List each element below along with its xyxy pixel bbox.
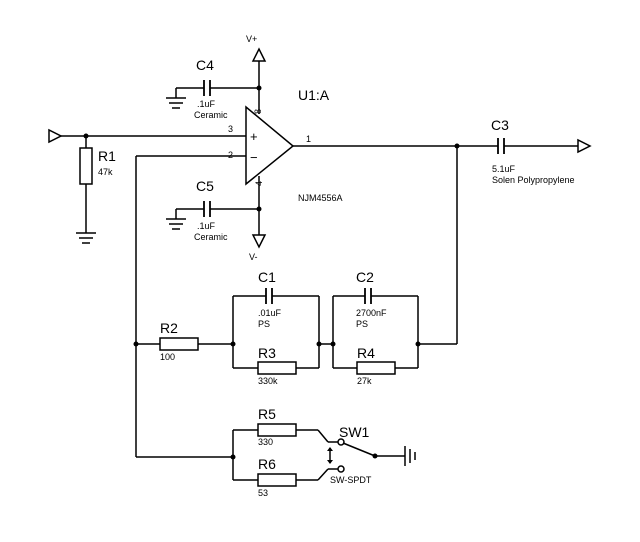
vplus-label: V+ [246, 34, 257, 44]
c5-type: Ceramic [194, 232, 228, 242]
r4-ref: R4 [357, 345, 375, 361]
ground-symbol-c5 [166, 218, 186, 230]
r2-value: 100 [160, 352, 175, 362]
sw1-value: SW-SPDT [330, 475, 372, 485]
sw1-switch: SW1 SW-SPDT [327, 424, 405, 485]
c1-value: .01uF [258, 308, 282, 318]
r6-value: 53 [258, 488, 268, 498]
c2-ref: C2 [356, 269, 374, 285]
ground-symbol-r1 [76, 232, 96, 244]
c5-ref: C5 [196, 178, 214, 194]
opamp-ref: U1:A [298, 87, 330, 103]
r2-ref: R2 [160, 320, 178, 336]
r5-ref: R5 [258, 406, 276, 422]
r5-resistor: R5 330 [257, 406, 329, 447]
inverting-input-net [133, 155, 246, 457]
c2-value: 2700nF [356, 308, 387, 318]
c5-value: .1uF [197, 221, 216, 231]
c4-ref: C4 [196, 57, 214, 73]
r4-value: 27k [357, 376, 372, 386]
ground-symbol-c4 [166, 97, 186, 109]
c5-capacitor: C5 .1uF Ceramic [175, 178, 259, 242]
ground-symbol-sw1 [404, 446, 416, 466]
vminus-label: V- [249, 252, 258, 262]
c2-r4-parallel-block [332, 288, 419, 375]
opamp-part: NJM4556A [298, 193, 343, 203]
switch-net [136, 429, 258, 481]
c3-ref: C3 [491, 117, 509, 133]
c4-type: Ceramic [194, 110, 228, 120]
c4-value: .1uF [197, 99, 216, 109]
r3-value: 330k [258, 376, 278, 386]
r6-resistor: R6 53 [257, 456, 329, 498]
opamp-plus-sign: + [250, 129, 258, 144]
pin-label-2: 2 [228, 150, 233, 160]
r1-value: 47k [98, 167, 113, 177]
vminus-supply: V- [249, 176, 267, 262]
r6-ref: R6 [258, 456, 276, 472]
r1-ref: R1 [98, 148, 116, 164]
r2-resistor: R2 100 [159, 320, 236, 362]
sw1-ref: SW1 [339, 424, 370, 440]
r5-value: 330 [258, 437, 273, 447]
r1-resistor: R1 47k [79, 133, 116, 233]
c1-type: PS [258, 319, 270, 329]
pin-label-3: 3 [228, 124, 233, 134]
c2-type: PS [356, 319, 368, 329]
c3-type: Solen Polypropylene [492, 175, 575, 185]
c3-capacitor: C3 5.1uF Solen Polypropylene [491, 117, 578, 185]
opamp-u1a: + − U1:A NJM4556A 3 2 1 8 4 [228, 87, 343, 203]
r3-ref: R3 [258, 345, 276, 361]
input-port [48, 128, 246, 144]
c4-capacitor: C4 .1uF Ceramic [175, 57, 259, 120]
pin-label-1: 1 [306, 134, 311, 144]
c1-ref: C1 [258, 269, 276, 285]
output-net [293, 143, 498, 347]
pin-label-8: 8 [253, 109, 263, 114]
output-port [577, 138, 592, 154]
c3-value: 5.1uF [492, 164, 516, 174]
opamp-minus-sign: − [250, 150, 258, 165]
vplus-supply: V+ [246, 34, 267, 114]
c1-r3-parallel-block [232, 288, 322, 375]
